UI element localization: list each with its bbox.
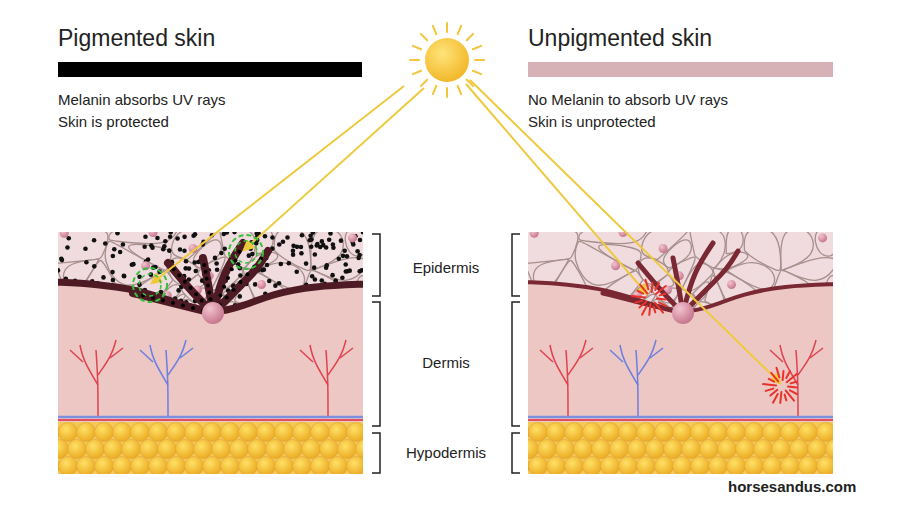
uv-ray xyxy=(470,80,780,383)
caption-text: Skin is protected xyxy=(58,113,169,130)
layer-label: Dermis xyxy=(422,354,470,371)
layer-bracket xyxy=(512,302,520,426)
heading-bar xyxy=(58,62,362,77)
layer-label: Epidermis xyxy=(413,259,480,276)
pigmented-skin-section xyxy=(58,232,363,474)
absorption-mark xyxy=(229,235,263,269)
damage-burst xyxy=(763,368,797,403)
uv-ray xyxy=(244,88,424,250)
panel-heading: Pigmented skin xyxy=(58,25,215,51)
layer-bracket xyxy=(512,234,520,296)
heading-bar xyxy=(528,62,833,77)
panel-heading: Unpigmented skin xyxy=(528,25,712,51)
caption-text: Skin is unprotected xyxy=(528,113,656,130)
layer-label: Hypodermis xyxy=(406,444,486,461)
layer-bracket xyxy=(512,433,520,473)
damage-burst xyxy=(632,280,666,315)
watermark: horsesandus.com xyxy=(728,478,856,495)
layer-bracket xyxy=(372,234,380,296)
caption-text: No Melanin to absorb UV rays xyxy=(528,91,728,108)
layer-bracket xyxy=(372,433,380,473)
layer-bracket xyxy=(372,302,380,426)
uv-ray xyxy=(152,86,404,283)
sun-icon xyxy=(410,23,484,97)
caption-text: Melanin absorbs UV rays xyxy=(58,91,226,108)
unpigmented-skin-section xyxy=(528,232,833,474)
absorption-mark xyxy=(133,268,167,302)
